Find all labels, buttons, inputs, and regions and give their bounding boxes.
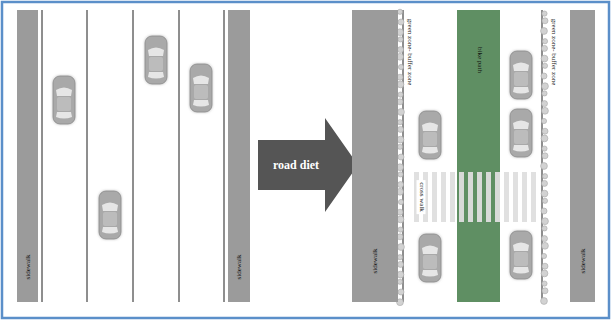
sidewalk-strip: sidewalk — [17, 10, 38, 302]
strip-label: sidewalk — [24, 255, 31, 280]
arrow-label: road diet — [273, 159, 319, 171]
cars — [418, 50, 533, 283]
sidewalk-strip: sidewalk — [228, 10, 250, 302]
bike-path: bike path — [457, 10, 500, 302]
strip-label: sidewalk — [372, 249, 379, 274]
crosswalk-label: cross walk — [417, 180, 426, 214]
zone-label: green zone- buffer zone — [406, 19, 413, 86]
lane-lines — [42, 10, 224, 302]
sidewalk-strip: sidewalk — [570, 10, 595, 302]
zone-label: green zone- buffer zone — [550, 19, 557, 86]
strip-label: bike path — [475, 47, 482, 73]
lane-lines — [403, 10, 542, 302]
road-diet-arrow: road diet — [258, 118, 358, 212]
cars — [52, 35, 213, 240]
tree-row — [397, 9, 549, 305]
strip-label: sidewalk — [236, 255, 243, 280]
crosswalk-stripes — [413, 172, 540, 222]
bike-path-band — [457, 10, 500, 302]
strip-label: sidewalk — [579, 249, 586, 274]
sidewalk-strip: sidewalk — [352, 10, 398, 302]
